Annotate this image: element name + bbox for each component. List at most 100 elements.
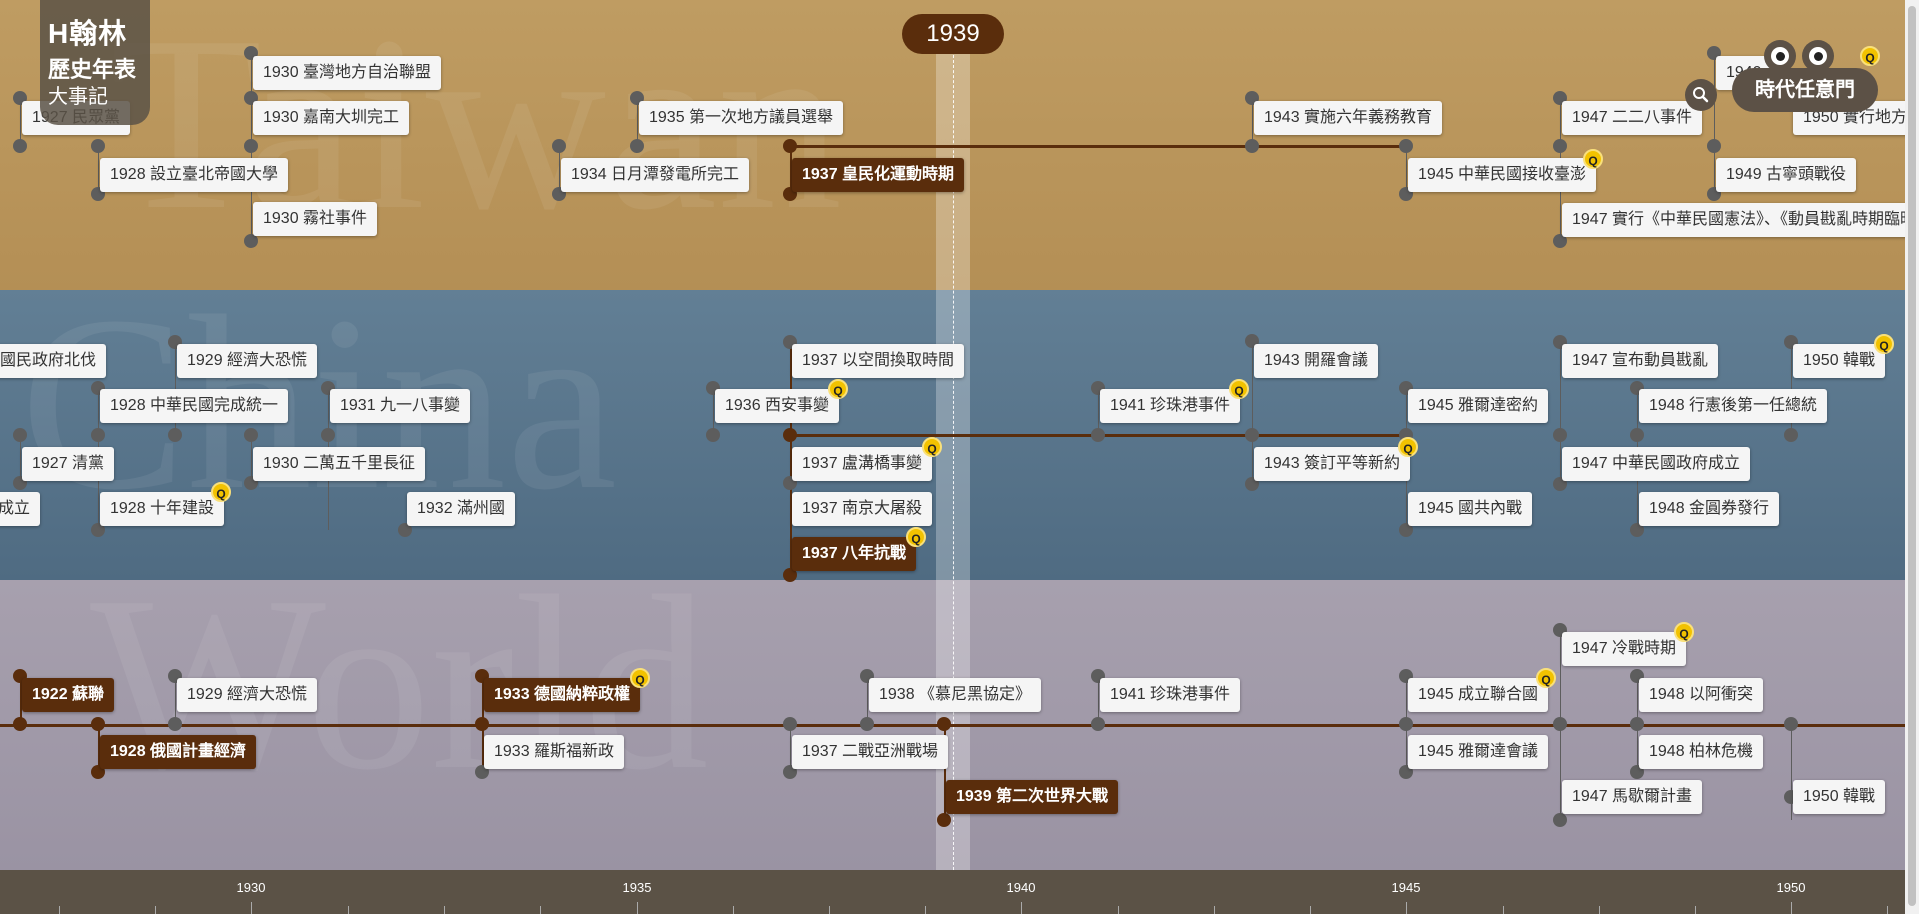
event-card[interactable]: 1934 日月潭發電所完工 [561, 158, 750, 192]
search-button[interactable] [1685, 79, 1717, 111]
quiz-badge-icon[interactable]: Q [1674, 622, 1694, 642]
event-card[interactable]: 1950 韓戰 [1793, 780, 1886, 814]
event-card[interactable]: 1948 以阿衝突 [1639, 678, 1764, 712]
event-card[interactable]: 1945 中華民國接收臺澎 [1408, 158, 1597, 192]
event-card[interactable]: 1927 清黨 [22, 447, 115, 481]
connector [1252, 98, 1253, 146]
event-card[interactable]: 1932 滿州國 [407, 492, 516, 526]
event-card[interactable]: 1928 設立臺北帝國大學 [100, 158, 289, 192]
current-year-badge[interactable]: 1939 [902, 14, 1004, 54]
event-card[interactable]: 1937 皇民化運動時期 [792, 158, 965, 192]
event-dot [91, 523, 105, 537]
connector [20, 98, 21, 146]
event-card[interactable]: 1928 俄國計畫經濟 [100, 735, 257, 769]
event-card[interactable]: 1928 十年建設 [100, 492, 225, 526]
event-card[interactable]: 1937 盧溝橋事變 [792, 447, 933, 481]
event-dot [783, 717, 797, 731]
connector [1098, 676, 1099, 724]
logo-title: 歷史年表 [48, 57, 137, 82]
event-card[interactable]: 1929 經濟大恐慌 [177, 678, 318, 712]
quiz-badge-icon[interactable]: Q [1860, 46, 1880, 66]
event-card[interactable]: 1931 九一八事變 [330, 389, 471, 423]
scrollbar-thumb[interactable] [1908, 6, 1916, 906]
event-card[interactable]: 1937 八年抗戰 [792, 537, 917, 571]
event-card[interactable]: 1922 蘇聯 [22, 678, 115, 712]
quiz-badge-icon[interactable]: Q [906, 527, 926, 547]
logo-subtitle: 大事記 [48, 86, 108, 108]
event-card[interactable]: 1930 二萬五千里長征 [253, 447, 426, 481]
connector [790, 342, 792, 575]
event-card[interactable]: 1947 馬歇爾計畫 [1562, 780, 1703, 814]
pupil [1814, 52, 1823, 61]
event-dot [1630, 523, 1644, 537]
event-card[interactable]: 1930 嘉南大圳完工 [253, 101, 410, 135]
quiz-badge-icon[interactable]: Q [1583, 149, 1603, 169]
event-card[interactable]: 1941 珍珠港事件 [1100, 678, 1241, 712]
event-card[interactable]: 1939 第二次世界大戰 [946, 780, 1119, 814]
pupil [1776, 52, 1785, 61]
event-card[interactable]: 1947 實行《中華民國憲法》、《動員戡亂時期臨時條款》 [1562, 203, 1919, 237]
event-card[interactable]: 1948 柏林危機 [1639, 735, 1764, 769]
event-dot [321, 428, 335, 442]
event-card[interactable]: 1943 簽訂平等新約 [1254, 447, 1411, 481]
quiz-badge-icon[interactable]: Q [630, 668, 650, 688]
quiz-badge-icon[interactable]: Q [922, 437, 942, 457]
quiz-badge-icon[interactable]: Q [1229, 379, 1249, 399]
connector [867, 676, 868, 724]
logo-brand: H翰林 [48, 18, 128, 49]
event-card[interactable]: 1930 臺灣地方自治聯盟 [253, 56, 442, 90]
event-card[interactable]: 1945 成立聯合國 [1408, 678, 1549, 712]
time-gate-button[interactable]: 時代任意門 [1732, 68, 1878, 112]
axis-tick-label: 1940 [1006, 880, 1036, 895]
event-card[interactable]: 1933 德國納粹政權 [484, 678, 641, 712]
event-dot [13, 717, 27, 731]
event-card[interactable]: 1926 國民政府北伐 [0, 344, 107, 378]
event-card[interactable]: 1936 西安事變 [715, 389, 840, 423]
event-card[interactable]: 1950 韓戰 [1793, 344, 1886, 378]
event-dot [398, 523, 412, 537]
event-card[interactable]: 1947 中華民國政府成立 [1562, 447, 1751, 481]
event-card[interactable]: 1945 雅爾達會議 [1408, 735, 1549, 769]
event-card[interactable]: 1928 中華民國完成統一 [100, 389, 289, 423]
axis-tick [1310, 906, 1311, 914]
event-card[interactable]: 1947 二二八事件 [1562, 101, 1703, 135]
eye-icon [1802, 40, 1834, 72]
quiz-badge-icon[interactable]: Q [1398, 437, 1418, 457]
connector [1714, 53, 1715, 196]
event-card[interactable]: 1937 以空間換取時間 [792, 344, 965, 378]
event-dot [1630, 717, 1644, 731]
event-dot [1245, 428, 1259, 442]
axis-tick-label: 1950 [1776, 880, 1806, 895]
quiz-badge-icon[interactable]: Q [828, 379, 848, 399]
event-dot [1784, 717, 1798, 731]
event-card[interactable]: 1929 經濟大恐慌 [177, 344, 318, 378]
eye-icon [1764, 40, 1796, 72]
event-card[interactable]: 1933 羅斯福新政 [484, 735, 625, 769]
quiz-badge-icon[interactable]: Q [1536, 668, 1556, 688]
event-card[interactable]: 1947 宣布動員戡亂 [1562, 344, 1719, 378]
event-card[interactable]: 1935 第一次地方議員選舉 [639, 101, 844, 135]
event-card[interactable]: 1947 冷戰時期 [1562, 632, 1687, 666]
event-dot [1553, 717, 1567, 731]
axis-tick-label: 1935 [622, 880, 652, 895]
event-dot [1091, 717, 1105, 731]
event-card[interactable]: 1925 成立 [0, 492, 41, 526]
world-period-line [0, 724, 1905, 727]
axis-tick [1599, 906, 1600, 914]
event-card[interactable]: 1945 雅爾達密約 [1408, 389, 1549, 423]
event-card[interactable]: 1948 金圓券發行 [1639, 492, 1780, 526]
event-card[interactable]: 1938 《慕尼黑協定》 [869, 678, 1042, 712]
event-card[interactable]: 1943 開羅會議 [1254, 344, 1379, 378]
quiz-badge-icon[interactable]: Q [1874, 334, 1894, 354]
event-card[interactable]: 1941 珍珠港事件 [1100, 389, 1241, 423]
vertical-scrollbar[interactable] [1905, 0, 1919, 914]
event-card[interactable]: 1948 行憲後第一任總統 [1639, 389, 1828, 423]
quiz-badge-icon[interactable]: Q [211, 482, 231, 502]
event-card[interactable]: 1943 實施六年義務教育 [1254, 101, 1443, 135]
event-card[interactable]: 1937 二戰亞洲戰場 [792, 735, 949, 769]
event-card[interactable]: 1945 國共內戰 [1408, 492, 1533, 526]
event-card[interactable]: 1937 南京大屠殺 [792, 492, 933, 526]
timeline-axis[interactable]: 1930 1935 1940 1945 1950 [0, 870, 1905, 914]
event-card[interactable]: 1949 古寧頭戰役 [1716, 158, 1857, 192]
event-card[interactable]: 1930 霧社事件 [253, 202, 378, 236]
